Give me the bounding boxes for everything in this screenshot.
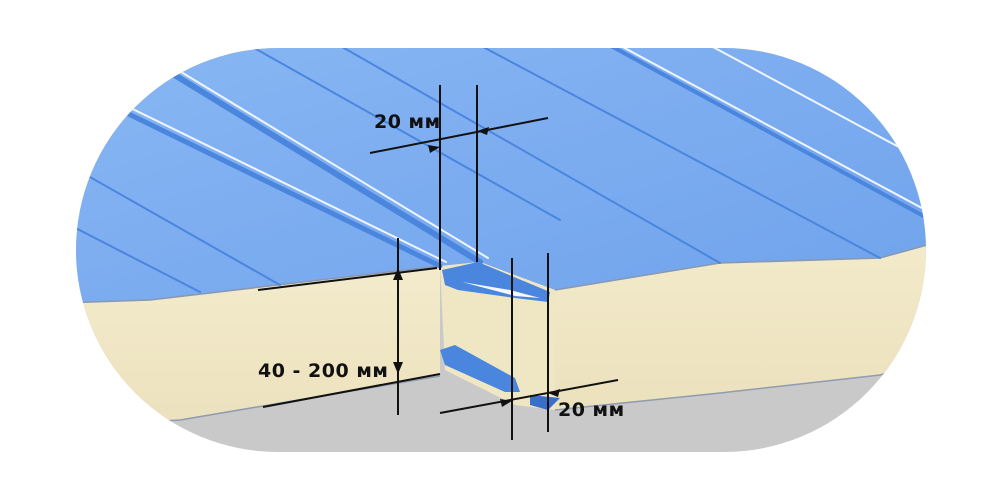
lock-highlight [462, 282, 540, 298]
dimension-label-lock-bottom: 20 мм [558, 399, 625, 421]
dimension-label-panel-thickness: 40 - 200 мм [258, 360, 389, 382]
skin-ribs [76, 48, 926, 293]
lock-channel-bottom [440, 345, 520, 392]
dimension-lines [257, 85, 619, 440]
dimension-label-lock-top: 20 мм [374, 111, 441, 133]
dimension-arrowheads [393, 127, 560, 407]
lock-channel-top [442, 262, 550, 302]
metal-skin-top [76, 48, 926, 305]
insulation-core-right [555, 225, 926, 410]
lock-shadow [530, 395, 560, 410]
